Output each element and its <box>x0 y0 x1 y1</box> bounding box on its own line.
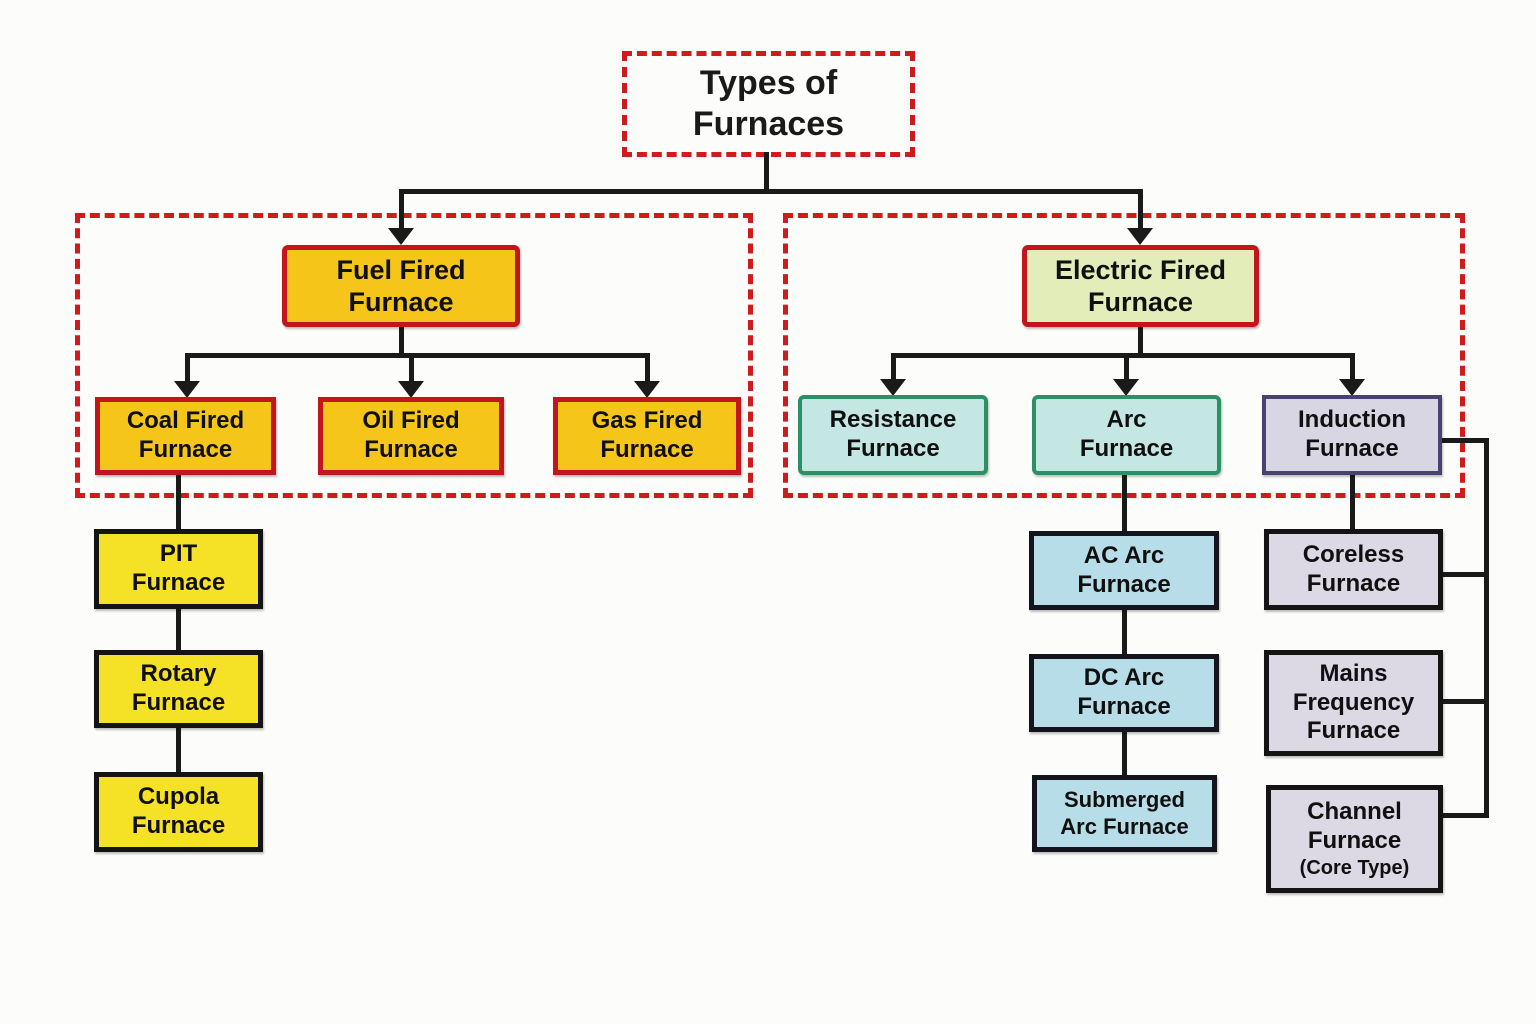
node-dc-arc-furnace: DC Arc Furnace <box>1029 654 1219 732</box>
connector-fuel-down <box>399 327 404 357</box>
node-types-of-furnaces: Types of Furnaces <box>622 51 915 157</box>
connector-title-down <box>764 152 769 192</box>
connector-top-horizontal <box>401 189 1142 194</box>
node-gas-fired-furnace: Gas Fired Furnace <box>553 397 741 475</box>
connector-drop-coal <box>185 353 190 385</box>
connector-drop-resistance <box>891 353 896 383</box>
connector-rail-channel <box>1443 813 1488 818</box>
connector-drop-electric <box>1138 189 1143 233</box>
arrowhead-oil <box>398 381 424 398</box>
node-label: Fuel Fired Furnace <box>336 254 466 317</box>
node-mains-frequency-furnace: Mains Frequency Furnace <box>1264 650 1443 756</box>
arrowhead-fuel <box>388 228 414 245</box>
node-coal-fired-furnace: Coal Fired Furnace <box>95 397 276 475</box>
node-coreless-furnace: Coreless Furnace <box>1264 529 1443 610</box>
fuel-fired-group-outline <box>75 213 753 498</box>
node-cupola-furnace: Cupola Furnace <box>94 772 263 852</box>
connector-fuel-horizontal <box>187 353 649 358</box>
node-label: AC Arc Furnace <box>1077 541 1171 598</box>
connector-induction-coreless <box>1350 473 1355 531</box>
connector-dcarc-submerged <box>1122 729 1127 777</box>
node-label: Induction Furnace <box>1298 406 1406 462</box>
title-label: Types of Furnaces <box>692 64 845 143</box>
node-label: Coal Fired Furnace <box>126 407 245 463</box>
connector-drop-fuel <box>399 189 404 233</box>
connector-coal-pit <box>176 473 181 531</box>
arrowhead-coal <box>174 381 200 398</box>
connector-rotary-cupola <box>176 726 181 775</box>
arrowhead-resistance <box>880 379 906 396</box>
connector-electric-down <box>1138 327 1143 357</box>
connector-drop-arc <box>1124 353 1129 383</box>
node-channel-furnace-core-type: Channel Furnace (Core Type) <box>1266 785 1443 893</box>
connector-drop-gas <box>645 353 650 385</box>
node-resistance-furnace: Resistance Furnace <box>798 395 988 475</box>
node-label: Channel Furnace <box>1307 798 1402 854</box>
node-label: Mains Frequency Furnace <box>1292 659 1415 745</box>
connector-acarc-dcarc <box>1122 607 1127 656</box>
arrowhead-electric <box>1127 228 1153 245</box>
connector-electric-horizontal <box>893 353 1354 358</box>
node-oil-fired-furnace: Oil Fired Furnace <box>318 397 504 475</box>
node-label: Submerged Arc Furnace <box>1060 787 1189 839</box>
node-induction-furnace: Induction Furnace <box>1262 395 1442 475</box>
node-ac-arc-furnace: AC Arc Furnace <box>1029 531 1219 610</box>
connector-rail-vertical <box>1484 438 1489 818</box>
arrowhead-induction <box>1339 379 1365 396</box>
node-label: PIT Furnace <box>131 540 226 596</box>
node-submerged-arc-furnace: Submerged Arc Furnace <box>1032 775 1217 852</box>
node-label: DC Arc Furnace <box>1077 664 1171 720</box>
node-sublabel: (Core Type) <box>1299 856 1410 879</box>
connector-rail-coreless <box>1443 572 1488 577</box>
node-rotary-furnace: Rotary Furnace <box>94 650 263 728</box>
node-label: Arc Furnace <box>1079 406 1174 462</box>
arrowhead-gas <box>634 381 660 398</box>
connector-drop-oil <box>409 353 414 385</box>
node-label: Electric Fired Furnace <box>1054 254 1227 317</box>
node-label: Gas Fired Furnace <box>591 407 703 463</box>
node-arc-furnace: Arc Furnace <box>1032 395 1221 475</box>
arrowhead-arc <box>1113 379 1139 396</box>
connector-induction-rail <box>1441 438 1489 443</box>
node-electric-fired-furnace: Electric Fired Furnace <box>1022 245 1259 327</box>
connector-pit-rotary <box>176 605 181 653</box>
node-pit-furnace: PIT Furnace <box>94 529 263 609</box>
node-fuel-fired-furnace: Fuel Fired Furnace <box>282 245 520 327</box>
connector-arc-acarc <box>1122 473 1127 532</box>
connector-drop-induction <box>1350 353 1355 383</box>
node-label: Resistance Furnace <box>829 406 957 462</box>
node-label: Cupola Furnace <box>131 783 226 839</box>
node-label: Rotary Furnace <box>131 660 226 716</box>
node-label: Oil Fired Furnace <box>362 407 460 463</box>
node-label: Coreless Furnace <box>1302 540 1405 597</box>
connector-rail-mains <box>1443 699 1488 704</box>
